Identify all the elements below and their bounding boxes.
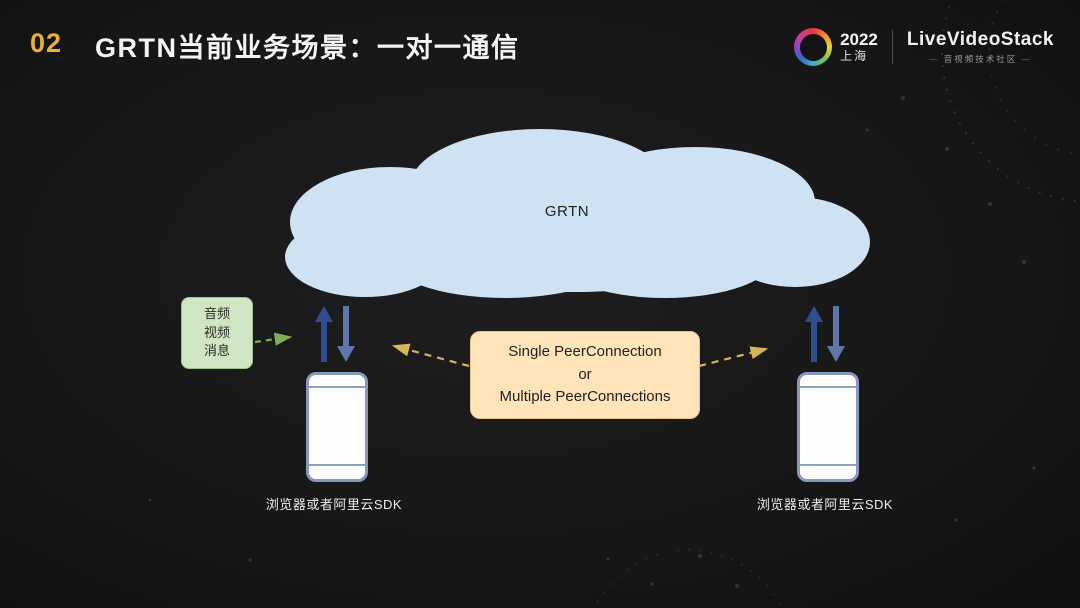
event-year: 2022 [840, 30, 878, 49]
peerconnection-line-3: Multiple PeerConnections [499, 388, 671, 406]
yellow-dashed-connector-right [698, 346, 769, 368]
right-phone-icon [797, 372, 859, 482]
livevideostack-badge-icon [794, 28, 833, 66]
decorative-dot-arcs [593, 0, 1080, 608]
peerconnection-line-1: Single PeerConnection [508, 343, 662, 361]
left-updown-arrows-icon [315, 306, 355, 362]
left-phone-icon [306, 372, 368, 482]
brand-wordmark: LiveVideoStack [906, 28, 1054, 50]
yellow-dashed-connector-left [391, 343, 470, 368]
phone-speaker-line [800, 386, 856, 388]
media-types-box: 音频 视频 消息 [181, 297, 253, 369]
cloud-label: GRTN [544, 203, 590, 220]
media-line-video: 视频 [203, 324, 230, 340]
green-dashed-connector [254, 332, 293, 346]
phone-home-line [800, 464, 856, 466]
downlink-arrow-icon [337, 306, 355, 362]
media-line-message: 消息 [203, 343, 230, 359]
logo-divider [891, 30, 893, 64]
page-title: GRTN当前业务场景：一对一通信 [95, 33, 520, 63]
right-device-label: 浏览器或者阿里云SDK [756, 497, 894, 512]
badge-inner-circle [799, 33, 827, 61]
peerconnection-line-2: or [578, 365, 592, 383]
left-device-label: 浏览器或者阿里云SDK [265, 497, 403, 512]
uplink-arrow-icon [315, 306, 333, 362]
downlink-arrow-icon [827, 306, 845, 362]
event-year-city: 2022 上海 [840, 30, 878, 64]
header-logos: 2022 上海 LiveVideoStack 音视频技术社区 [794, 28, 1054, 66]
slide-number: 02 [30, 28, 63, 58]
uplink-arrow-icon [805, 306, 823, 362]
grtn-cloud-shape [285, 129, 870, 298]
media-line-audio: 音频 [203, 305, 230, 321]
phone-speaker-line [309, 386, 365, 388]
peerconnection-box: Single PeerConnection or Multiple PeerCo… [470, 331, 700, 419]
right-updown-arrows-icon [805, 306, 845, 362]
event-city: 上海 [840, 49, 869, 63]
brand-block: LiveVideoStack 音视频技术社区 [906, 28, 1054, 65]
brand-tagline: 音视频技术社区 [907, 53, 1054, 65]
phone-home-line [309, 464, 365, 466]
